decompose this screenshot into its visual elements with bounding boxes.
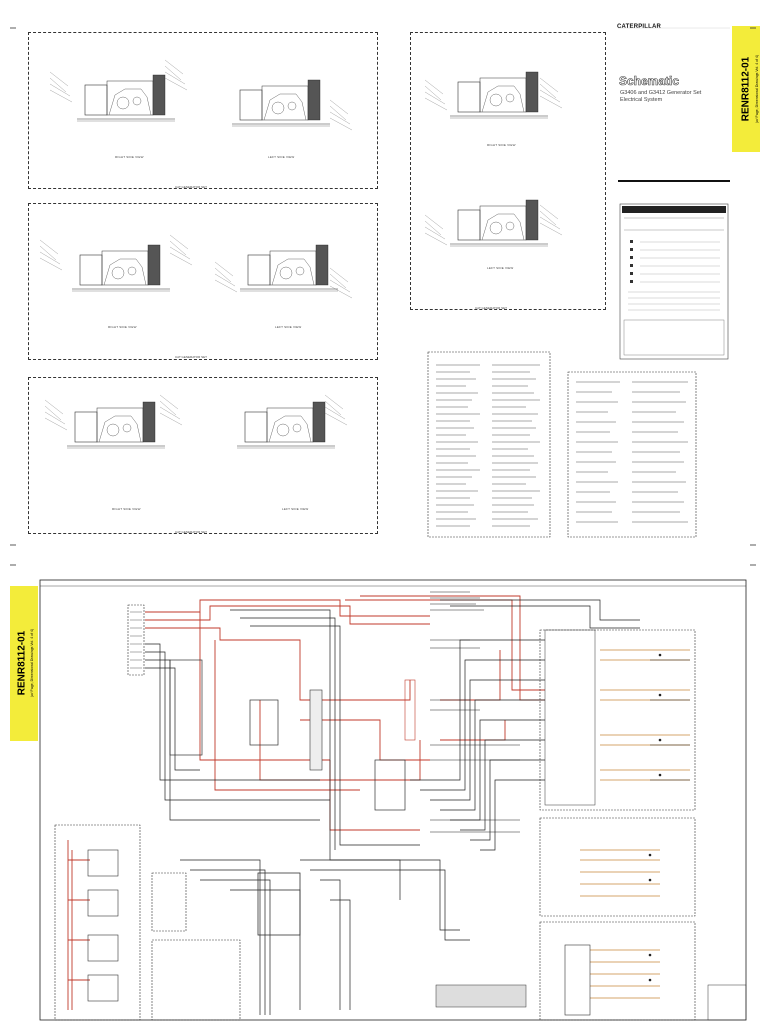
view-box-1 [28, 32, 378, 189]
package-caption-2: CAT GENERATOR SET [175, 355, 207, 359]
view-label-left-1: LEFT SIDE VIEW [268, 155, 295, 159]
engine-drawing-icon [76, 74, 176, 122]
wiring-schematic-icon [39, 579, 747, 1021]
view-label-right-3: RIGHT SIDE VIEW [112, 507, 141, 511]
view-label-left-4: LEFT SIDE VIEW [487, 266, 514, 270]
view-label-right-2: RIGHT SIDE VIEW [108, 325, 137, 329]
view-box-4 [410, 32, 606, 310]
doc-subtitle-line1: G3406 and G3412 Generator Set [620, 90, 702, 96]
doc-title: Schematic [619, 74, 680, 89]
view-label-left-2: LEFT SIDE VIEW [275, 325, 302, 329]
package-caption-4: CAT GENERATOR SET [475, 306, 507, 310]
view-label-left-3: LEFT SIDE VIEW [282, 507, 309, 511]
view-box-3 [28, 377, 378, 534]
view-label-right-1: RIGHT SIDE VIEW [115, 155, 144, 159]
brand-logo: CATERPILLAR [617, 24, 662, 30]
package-caption-3: CAT GENERATOR SET [175, 530, 207, 534]
doc-number-tab-top [732, 26, 760, 152]
package-caption-1: CAT GENERATOR SET [175, 185, 207, 189]
doc-number-tab-bottom [10, 586, 38, 741]
view-label-right-4: RIGHT SIDE VIEW [487, 143, 516, 147]
view-box-2 [28, 203, 378, 360]
doc-subtitle-line2: Electrical System [620, 97, 663, 103]
title-rule [618, 180, 730, 182]
